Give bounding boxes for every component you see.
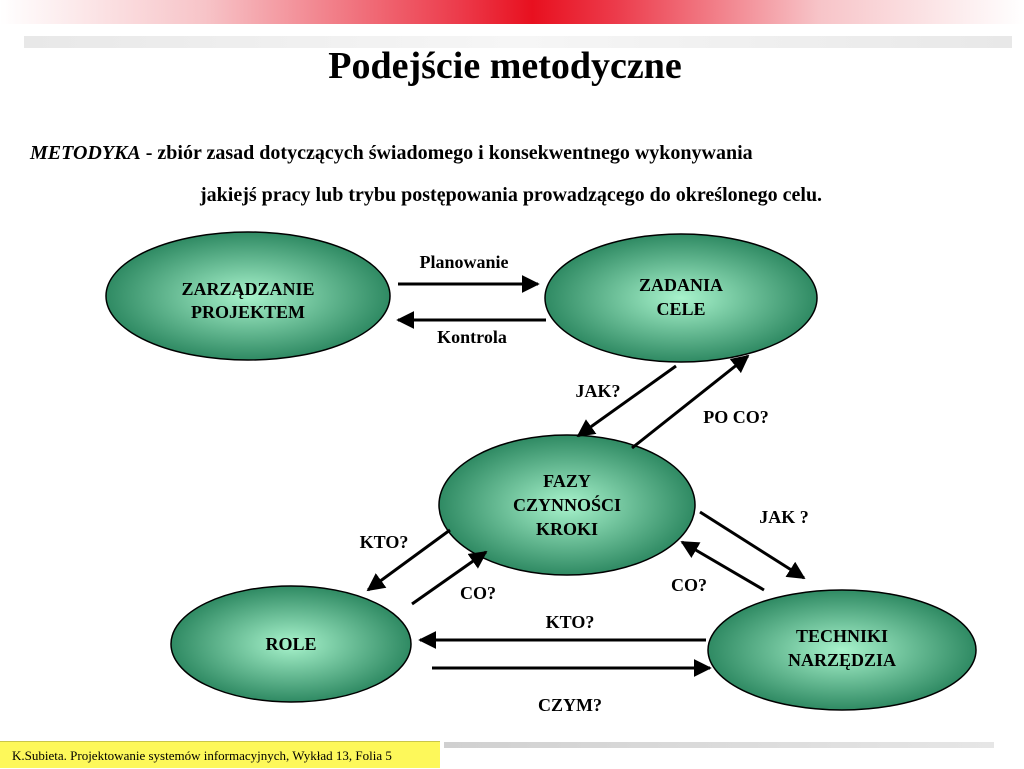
- node-techniques: TECHNIKI NARZĘDZIA: [707, 589, 977, 711]
- label-with-what: CZYM?: [538, 695, 602, 715]
- arrow-what-from-roles: [411, 550, 488, 606]
- arrow-how-to-techniques: [699, 510, 806, 580]
- node-phases-line-1: FAZY: [543, 471, 591, 491]
- label-planning: Planowanie: [419, 252, 508, 272]
- label-who-roles: KTO?: [546, 612, 595, 632]
- node-phases-line-3: KROKI: [536, 519, 598, 539]
- node-tasks-line-1: ZADANIA: [639, 275, 723, 295]
- bottom-divider: [444, 742, 994, 748]
- arrow-who-to-roles: [366, 528, 451, 592]
- top-divider: [24, 36, 1012, 48]
- label-what-techniques: CO?: [671, 575, 707, 595]
- node-phases-shape: [438, 434, 696, 576]
- label-how-tasks: JAK?: [576, 381, 621, 401]
- node-techniques-line-2: NARZĘDZIA: [788, 650, 896, 670]
- node-management: ZARZĄDZANIE PROJEKTEM: [105, 231, 391, 361]
- definition-text-1: - zbiór zasad dotyczących świadomego i k…: [140, 142, 753, 164]
- node-techniques-shape: [707, 589, 977, 711]
- label-who-phases: KTO?: [360, 532, 409, 552]
- node-management-shape: [105, 231, 391, 361]
- node-tasks-line-2: CELE: [656, 299, 705, 319]
- page-title: Podejście metodyczne: [328, 45, 682, 87]
- node-roles: ROLE: [170, 585, 412, 703]
- node-techniques-line-1: TECHNIKI: [796, 626, 888, 646]
- node-management-line-1: ZARZĄDZANIE: [181, 279, 314, 299]
- node-tasks: ZADANIA CELE: [544, 233, 818, 363]
- definition-line-1: METODYKA - zbiór zasad dotyczących świad…: [30, 142, 753, 165]
- label-why: PO CO?: [703, 407, 769, 427]
- node-roles-shape: [170, 585, 412, 703]
- node-management-line-2: PROJEKTEM: [191, 302, 305, 322]
- definition-term: METODYKA: [30, 142, 141, 164]
- footer-caption: K.Subieta. Projektowanie systemów inform…: [0, 741, 440, 768]
- label-control: Kontrola: [437, 327, 507, 347]
- definition-line-2: jakiejś pracy lub trybu postępowania pro…: [200, 184, 823, 206]
- label-what-roles: CO?: [460, 583, 496, 603]
- node-tasks-shape: [544, 233, 818, 363]
- top-decorative-band: [0, 0, 1024, 24]
- node-phases: FAZY CZYNNOŚCI KROKI: [438, 434, 696, 576]
- node-roles-line-1: ROLE: [265, 634, 316, 654]
- arrow-how-to-phases: [576, 364, 677, 438]
- label-how-techniques: JAK ?: [759, 507, 809, 527]
- arrow-why-to-tasks: [631, 354, 750, 450]
- arrow-what-from-techniques: [680, 540, 765, 592]
- node-phases-line-2: CZYNNOŚCI: [513, 494, 621, 515]
